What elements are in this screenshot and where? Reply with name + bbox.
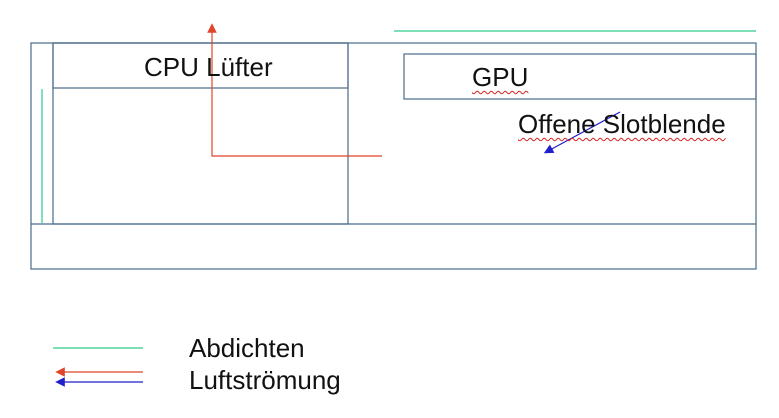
- airflow-arrow-red: [207, 23, 382, 157]
- label-cpu-fan: CPU Lüfter: [144, 52, 273, 82]
- cpu-fan-box: [52, 42, 349, 89]
- legend-airflow-label: Luftströmung: [189, 365, 341, 395]
- case-outline: [30, 42, 757, 270]
- label-gpu: GPU: [472, 62, 529, 92]
- airflow-arrow-blue: [543, 111, 621, 154]
- gpu-box: [403, 53, 757, 100]
- label-open-slot: Offene Slotblende: [518, 109, 726, 139]
- legend-seal-label: Abdichten: [189, 333, 305, 363]
